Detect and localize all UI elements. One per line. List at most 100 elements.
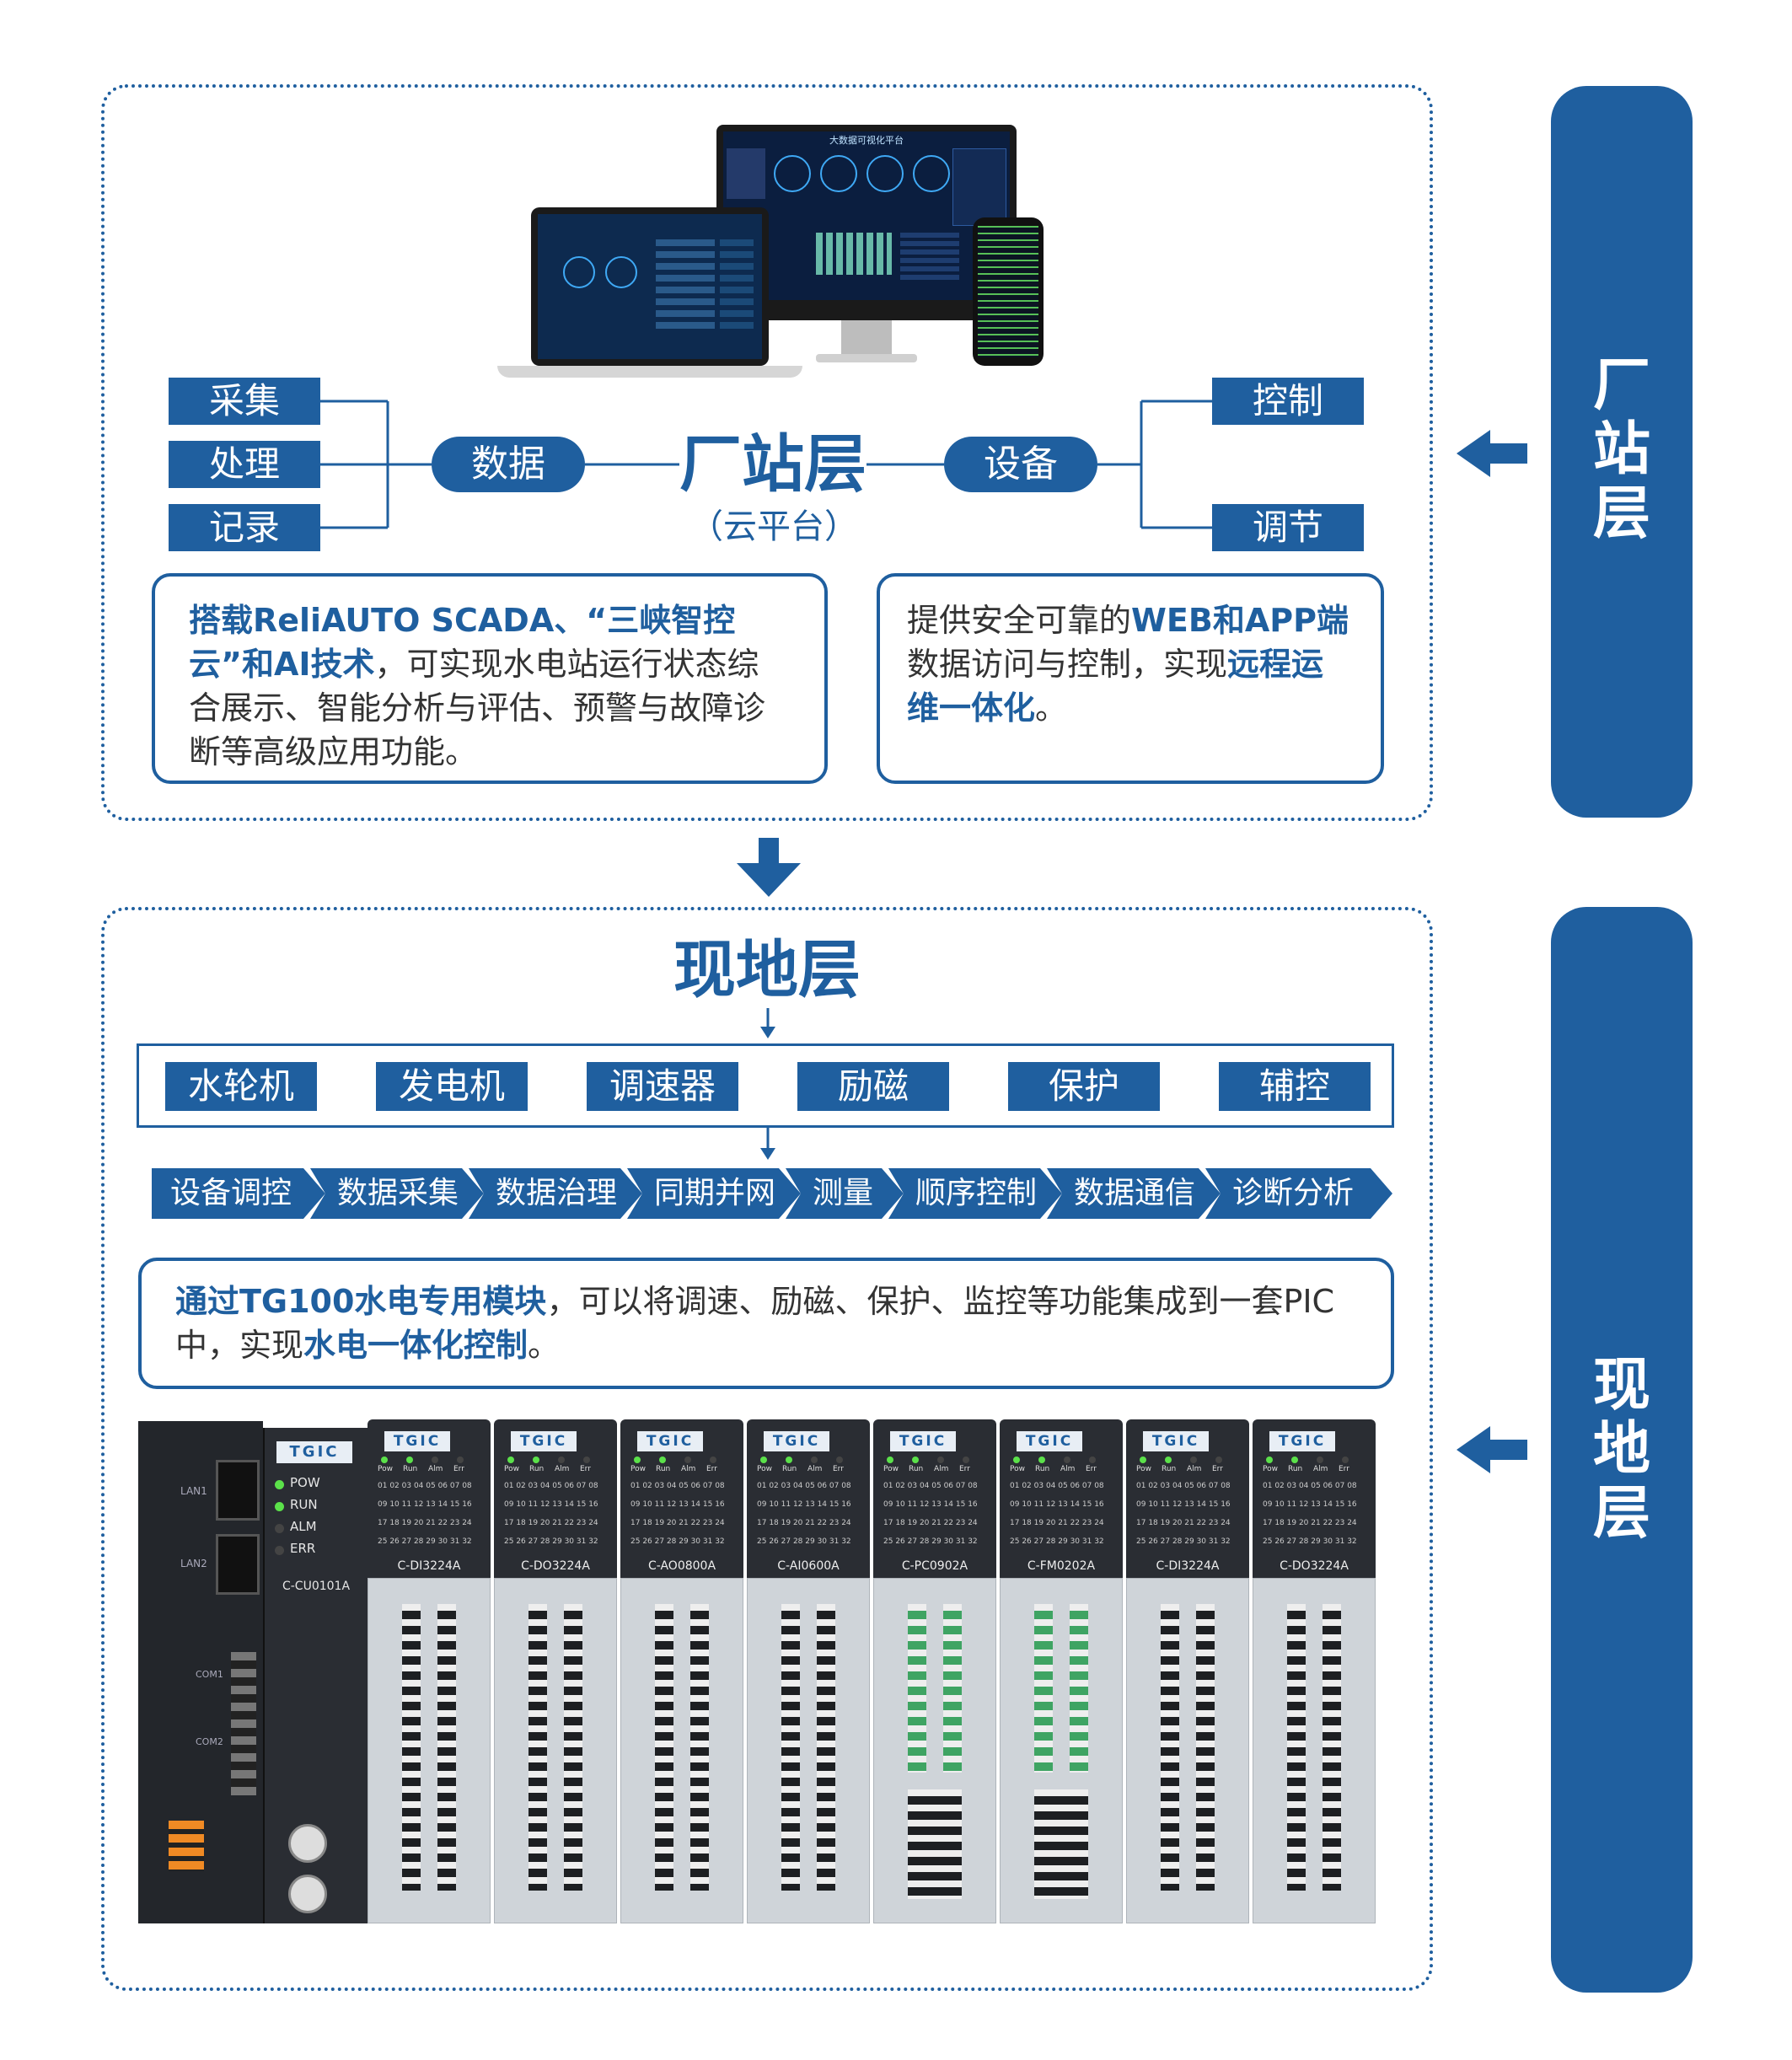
- led-label: Err: [959, 1465, 970, 1473]
- channel-numbers: 17 18 19 20 21 22 23 24: [504, 1519, 598, 1527]
- arrow-left-icon: [1457, 430, 1527, 477]
- status-led: [275, 1524, 284, 1533]
- station-item-regulate: 调节: [1212, 504, 1364, 551]
- device-pill: 设备: [944, 437, 1097, 492]
- status-led: [1140, 1456, 1146, 1463]
- desc-highlight: 远程运维一体化: [907, 646, 1324, 727]
- module-cover: [1126, 1578, 1249, 1923]
- channel-numbers: 09 10 11 12 13 14 15 16: [630, 1500, 725, 1509]
- channel-numbers: 09 10 11 12 13 14 15 16: [757, 1500, 851, 1509]
- cloud-platform-devices-illustration: 大数据可视化平台: [489, 125, 1045, 386]
- station-layer-side-bar: 厂 站 层: [1551, 86, 1693, 818]
- rotary-switch-icon[interactable]: [288, 1824, 327, 1863]
- status-led: [963, 1456, 969, 1463]
- status-led: [811, 1456, 818, 1463]
- brand-logo: TGIC: [764, 1431, 829, 1451]
- side-char: 厂: [1592, 352, 1650, 419]
- brand-logo: TGIC: [276, 1441, 352, 1463]
- module-model: C-AO0800A: [647, 1559, 716, 1573]
- channel-numbers: 09 10 11 12 13 14 15 16: [504, 1500, 598, 1509]
- module-model: C-CU0101A: [282, 1580, 351, 1593]
- station-desc-left: 搭载ReliAUTO SCADA、“三峡智控云”和AI技术，可实现水电站运行状态…: [152, 573, 828, 784]
- led-label: Err: [1086, 1465, 1097, 1473]
- rotary-switch-icon[interactable]: [288, 1875, 327, 1913]
- station-item-control: 控制: [1212, 378, 1364, 425]
- phone-image: [973, 217, 1044, 366]
- led-label: Alm: [934, 1465, 949, 1473]
- terminal-block: [437, 1604, 456, 1891]
- status-led: [1317, 1456, 1323, 1463]
- terminal-block: [1196, 1604, 1215, 1891]
- channel-numbers: 09 10 11 12 13 14 15 16: [1263, 1500, 1357, 1509]
- desc-text: ，可实现水电站运行状态综合展示、智能分析与评估、预警与故障诊断等高级应用功能。: [189, 646, 766, 770]
- terminal-block: [1070, 1604, 1088, 1773]
- status-led: [558, 1456, 565, 1463]
- arrow-down-icon: [737, 838, 801, 897]
- module-cover: [1253, 1578, 1376, 1923]
- equipment-excitation: 励磁: [797, 1062, 949, 1111]
- station-item-record: 记录: [169, 504, 320, 551]
- brand-logo: TGIC: [890, 1431, 956, 1451]
- status-led: [507, 1456, 514, 1463]
- terminal-block: [817, 1604, 835, 1891]
- equipment-governor: 调速器: [587, 1062, 738, 1111]
- function-synchronization: 同期并网: [627, 1168, 801, 1219]
- status-led: [634, 1456, 641, 1463]
- field-layer-side-bar: 现 地 层: [1551, 907, 1693, 1993]
- led-label: Err: [453, 1465, 464, 1473]
- led-label: Run: [403, 1465, 418, 1473]
- status-led: [1291, 1456, 1298, 1463]
- dashboard-title: 大数据可视化平台: [829, 135, 904, 146]
- led-label: Run: [1162, 1465, 1177, 1473]
- led-label: Err: [706, 1465, 717, 1473]
- led-label: Run: [782, 1465, 797, 1473]
- channel-numbers: 09 10 11 12 13 14 15 16: [883, 1500, 978, 1509]
- led-label: Pow: [1136, 1465, 1151, 1473]
- module-model: C-AI0600A: [777, 1559, 840, 1573]
- module-cover: [620, 1578, 743, 1923]
- module-model: C-FM0202A: [1027, 1559, 1096, 1573]
- led-label: ALM: [290, 1519, 317, 1534]
- status-led: [937, 1456, 944, 1463]
- channel-numbers: 17 18 19 20 21 22 23 24: [1136, 1519, 1231, 1527]
- equipment-frame: [137, 1043, 1394, 1128]
- ethernet-port: [216, 1534, 260, 1595]
- station-connector-lines: [320, 400, 1212, 529]
- side-char: 层: [1592, 1480, 1650, 1547]
- channel-numbers: 09 10 11 12 13 14 15 16: [1136, 1500, 1231, 1509]
- module-cover: [494, 1578, 617, 1923]
- led-label: Err: [580, 1465, 591, 1473]
- channel-numbers: 01 02 03 04 05 06 07 08: [883, 1482, 978, 1490]
- side-char: 站: [1592, 416, 1650, 483]
- brand-logo: TGIC: [384, 1431, 450, 1451]
- equipment-generator: 发电机: [376, 1062, 528, 1111]
- status-led: [275, 1480, 284, 1489]
- terminal-strip: [231, 1652, 256, 1795]
- channel-numbers: 01 02 03 04 05 06 07 08: [1263, 1482, 1357, 1490]
- module-cover: [747, 1578, 870, 1923]
- status-led: [1038, 1456, 1045, 1463]
- dial-gauge: [605, 256, 637, 288]
- function-measurement: 测量: [786, 1168, 904, 1219]
- terminal-block: [1034, 1604, 1053, 1773]
- led-label: Alm: [555, 1465, 570, 1473]
- station-layer-panel: [101, 84, 1433, 821]
- led-label: Err: [1212, 1465, 1223, 1473]
- laptop-screen: [538, 214, 762, 359]
- screen-panel: [952, 148, 1006, 226]
- led-label: Pow: [757, 1465, 772, 1473]
- desc-highlight: 搭载ReliAUTO SCADA、“三峡智控云”和AI技术: [189, 602, 736, 683]
- led-label: Alm: [681, 1465, 696, 1473]
- led-label: Alm: [1313, 1465, 1328, 1473]
- led-label: Run: [529, 1465, 545, 1473]
- module-model: C-DO3224A: [1280, 1559, 1349, 1573]
- module-model: C-DI3224A: [1156, 1559, 1220, 1573]
- channel-numbers: 01 02 03 04 05 06 07 08: [630, 1482, 725, 1490]
